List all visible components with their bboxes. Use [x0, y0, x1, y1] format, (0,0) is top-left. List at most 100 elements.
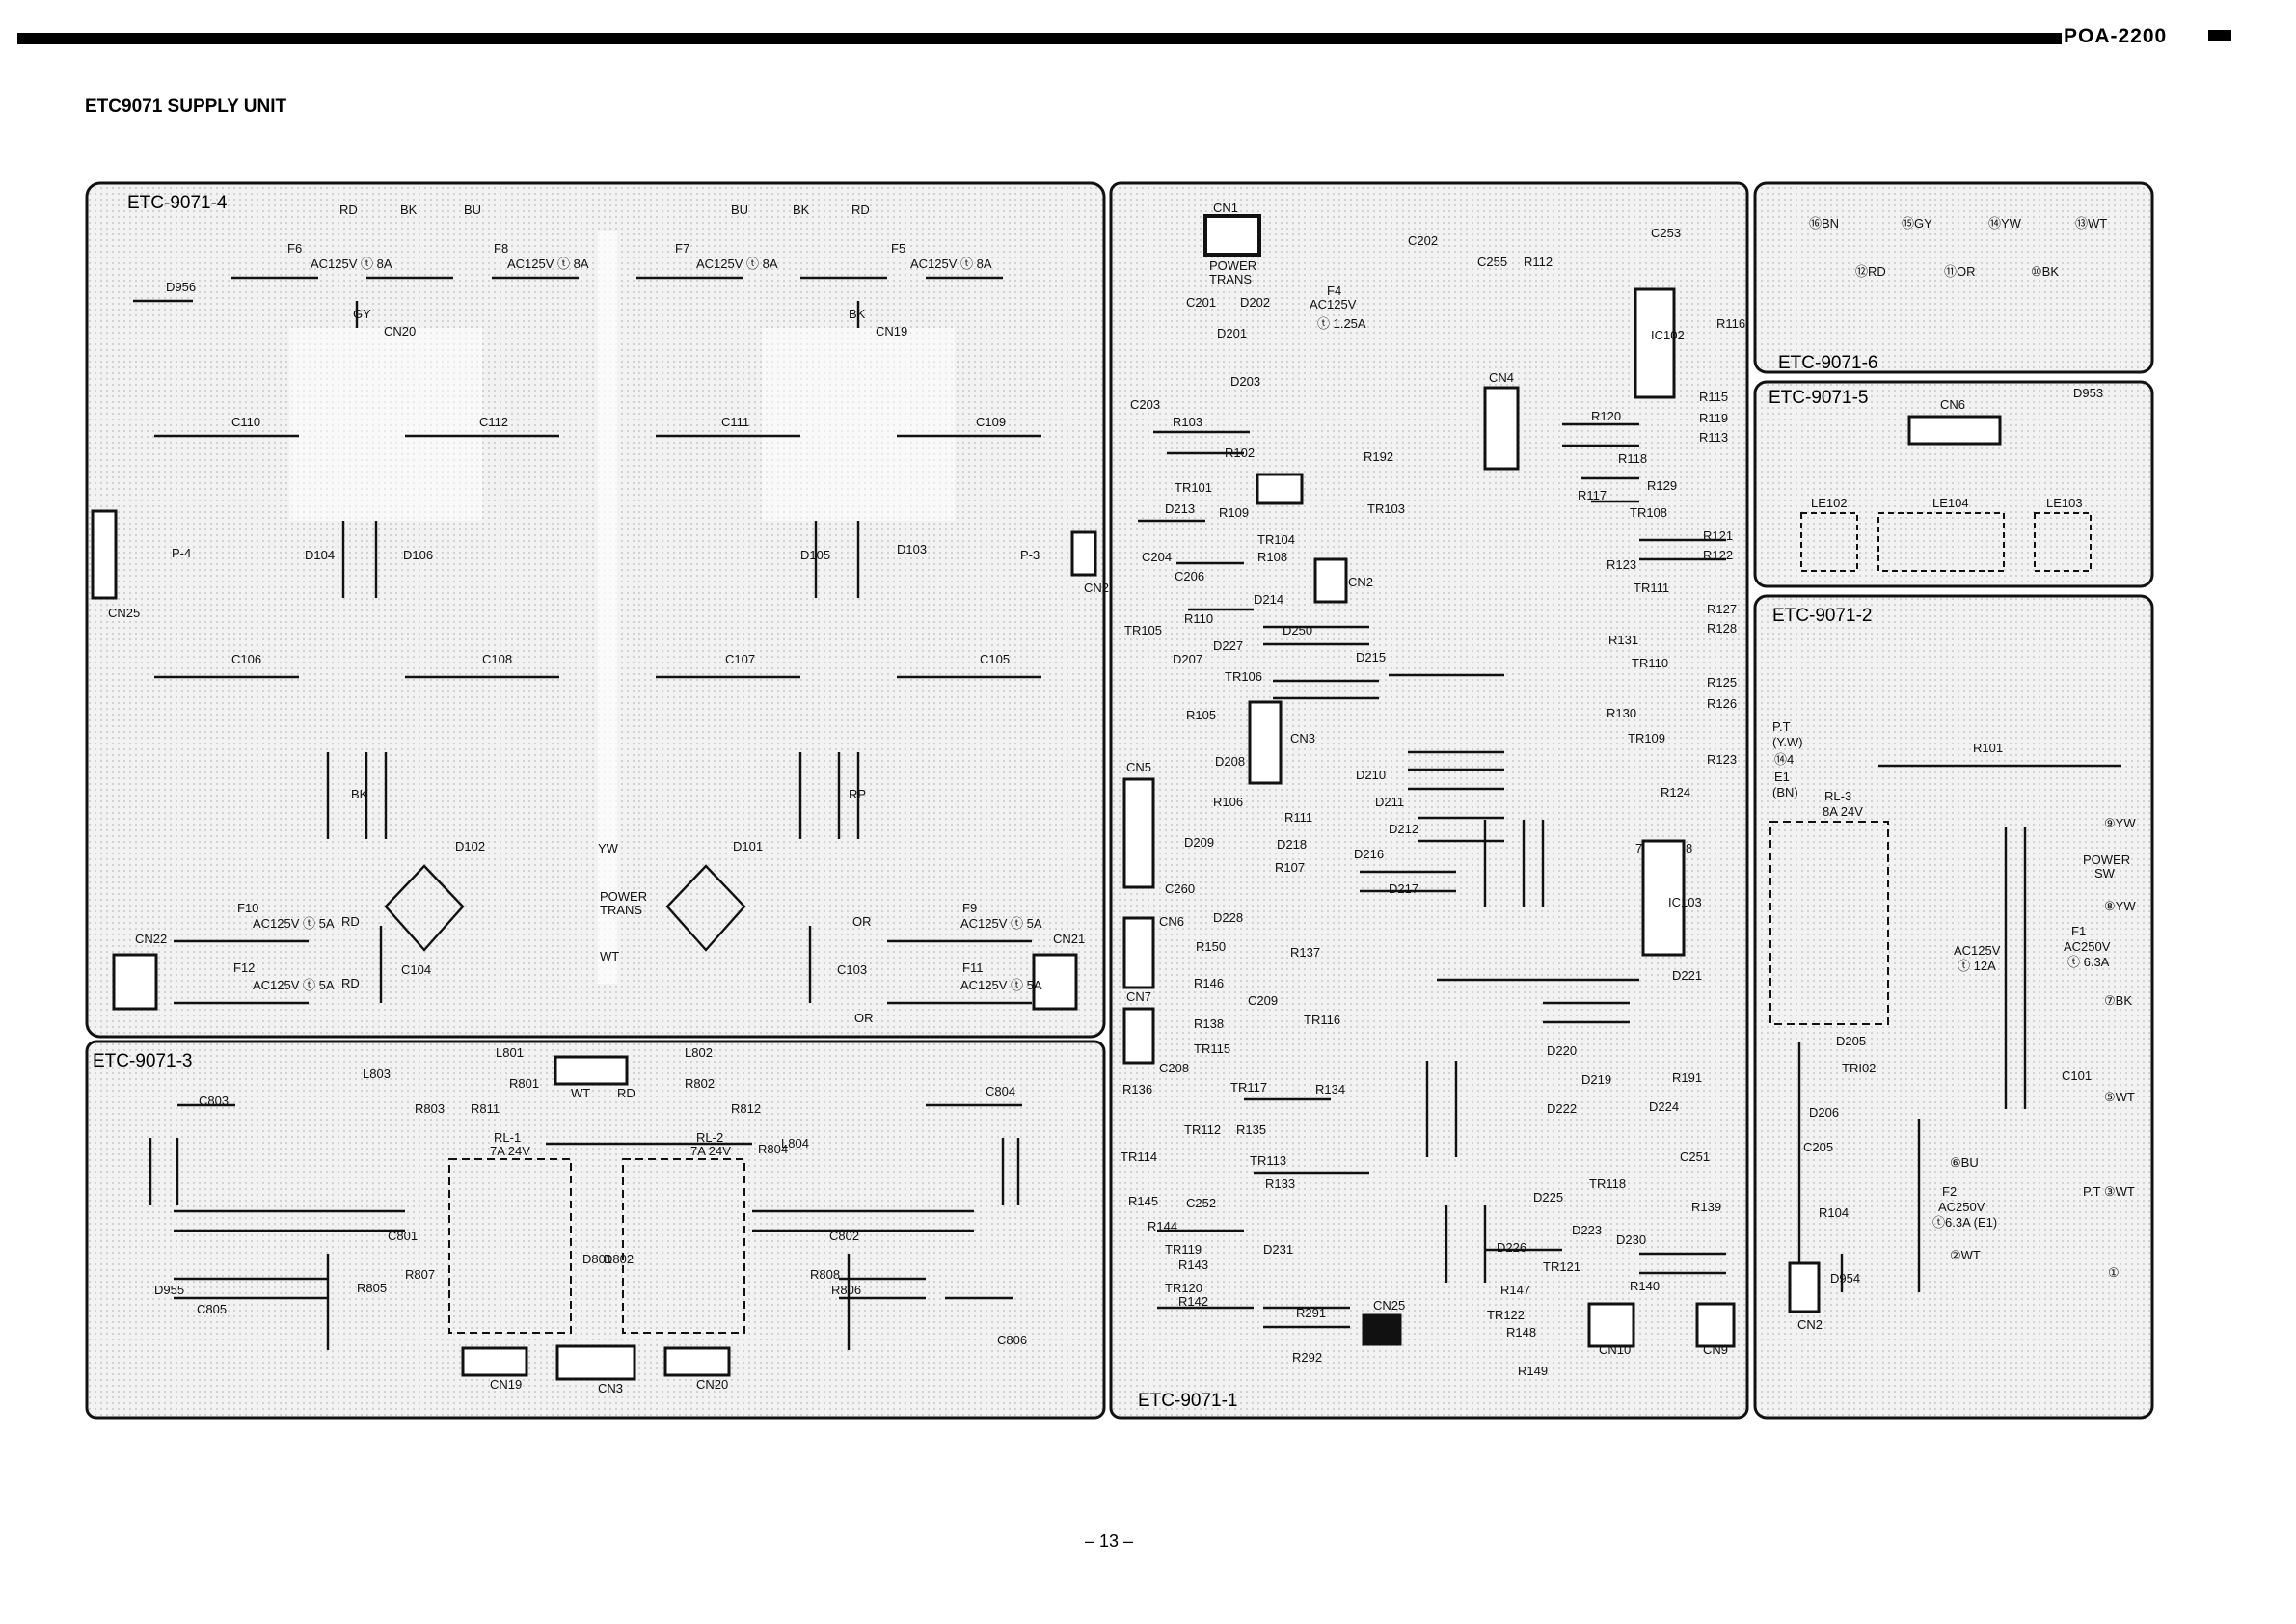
component-label: P.T ③WT	[2083, 1184, 2135, 1199]
component-label: R191	[1672, 1070, 1702, 1085]
component-label: 8A 24V	[1823, 804, 1863, 819]
component-label: TR109	[1628, 731, 1665, 745]
component-label: R131	[1608, 633, 1638, 647]
component-label: ⓣ6.3A (E1)	[1932, 1215, 1997, 1230]
component-label: CN20	[696, 1377, 728, 1392]
component-label: R812	[731, 1101, 761, 1116]
component-label: R119	[1699, 411, 1728, 425]
component-label: P-4	[172, 546, 191, 560]
component-label: CN2	[1797, 1317, 1823, 1332]
component-label: YW	[598, 841, 619, 855]
component-label: E1	[1774, 770, 1790, 784]
component-label: R117	[1578, 488, 1607, 502]
component-label: F8	[494, 241, 508, 256]
component-label: C205	[1803, 1140, 1833, 1154]
component-label: RL-3	[1824, 789, 1851, 803]
component-label: R147	[1500, 1283, 1530, 1297]
component-label: C108	[482, 652, 512, 666]
component-label: TR103	[1367, 501, 1405, 516]
component-label: D227	[1213, 638, 1243, 653]
connector-cn3	[555, 1344, 636, 1381]
component-label: D956	[166, 280, 196, 294]
component-label: C801	[388, 1229, 418, 1243]
model-number: POA-2200	[2064, 25, 2168, 47]
board-title: ETC-9071-2	[1772, 606, 1873, 626]
component-label: R129	[1647, 478, 1677, 493]
component-label: CN7	[1126, 989, 1151, 1004]
component-label: ⑦BK	[2104, 993, 2132, 1008]
component-label: D954	[1830, 1271, 1860, 1286]
component-label: R123	[1607, 557, 1636, 572]
component-label: D217	[1389, 881, 1418, 896]
component-label: D953	[2073, 386, 2103, 400]
component-label: CN6	[1159, 914, 1184, 929]
component-label: TRANS	[600, 903, 642, 917]
component-label: D210	[1356, 768, 1386, 782]
component-label: LE104	[1932, 496, 1969, 510]
component-label: R139	[1691, 1200, 1721, 1214]
component-label: RD	[617, 1086, 635, 1100]
component-label: D215	[1356, 650, 1386, 664]
component-label: POWER	[2083, 853, 2130, 867]
connector-cn1	[1203, 214, 1261, 257]
component-label: CN4	[1489, 370, 1514, 385]
component-label: F7	[675, 241, 689, 256]
component-label: R806	[831, 1283, 861, 1297]
component-label: L801	[496, 1045, 524, 1060]
component-label: AC125V ⓣ 5A	[253, 978, 335, 992]
connector-cn2-b2	[1788, 1261, 1821, 1313]
component-label: R120	[1591, 409, 1621, 423]
component-label: 8	[1686, 841, 1692, 855]
component-label: L804	[781, 1136, 809, 1150]
component-label: TRANS	[1209, 272, 1252, 286]
component-label: RD	[341, 914, 360, 929]
component-label: C252	[1186, 1196, 1216, 1210]
component-label: ⑩BK	[2031, 264, 2059, 279]
component-label: TR110	[1632, 656, 1668, 670]
component-label: TR113	[1250, 1153, 1286, 1168]
component-label: R102	[1225, 446, 1255, 460]
component-label: CN22	[135, 932, 167, 946]
component-label: R107	[1275, 860, 1305, 875]
component-label: R811	[471, 1101, 500, 1116]
component-label: D208	[1215, 754, 1245, 769]
connector-cn25	[91, 509, 118, 600]
component-label: F5	[891, 241, 905, 256]
component-label: R144	[1148, 1219, 1177, 1233]
component-label: CN9	[1703, 1342, 1728, 1357]
component-label: R192	[1364, 449, 1393, 464]
component-label: D250	[1283, 623, 1312, 637]
component-label: F4	[1327, 284, 1341, 298]
component-label: ⑨YW	[2104, 816, 2136, 830]
component-label: TR104	[1257, 532, 1295, 547]
component-label: RD	[339, 203, 358, 217]
component-label: R138	[1194, 1016, 1224, 1031]
component-label: D219	[1581, 1072, 1611, 1087]
component-label: D228	[1213, 910, 1243, 925]
component-label: CN19	[490, 1377, 522, 1392]
component-label: R118	[1618, 451, 1647, 466]
component-label: D802	[604, 1252, 634, 1266]
component-label: C209	[1248, 993, 1278, 1008]
component-label: R801	[509, 1076, 539, 1091]
connector-cn3-b1	[1248, 700, 1283, 785]
connector-cn2	[1313, 557, 1348, 604]
component-label: C805	[197, 1302, 227, 1316]
component-label: TR115	[1194, 1042, 1230, 1056]
component-label: SW	[2094, 866, 2116, 880]
component-label: R150	[1196, 939, 1226, 954]
component-label: RL-2	[696, 1130, 723, 1145]
component-label: D223	[1572, 1223, 1602, 1237]
component-label: R137	[1290, 945, 1320, 960]
component-label: AC125V ⓣ 5A	[960, 978, 1042, 992]
component-label: RD	[341, 976, 360, 990]
component-label: R125	[1707, 675, 1737, 690]
component-label: CN3	[1290, 731, 1315, 745]
component-label: D207	[1173, 652, 1202, 666]
component-label: ①	[2108, 1265, 2120, 1280]
component-label: TR106	[1225, 669, 1262, 684]
component-label: CN25	[1373, 1298, 1405, 1313]
component-label: D205	[1836, 1034, 1866, 1048]
